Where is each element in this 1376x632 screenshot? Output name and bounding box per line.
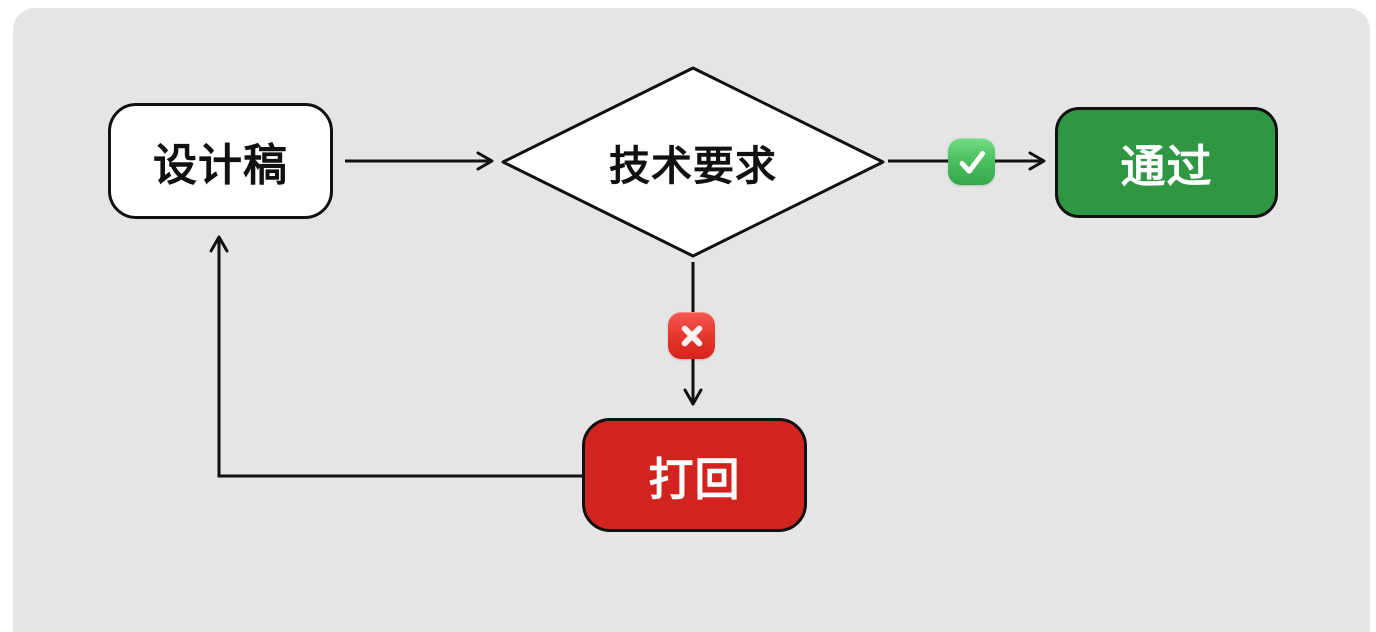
node-reject: 打回 <box>582 418 807 532</box>
edge-reject-to-design <box>209 235 582 478</box>
node-design-draft: 设计稿 <box>108 103 333 219</box>
node-design-draft-label: 设计稿 <box>153 141 288 190</box>
node-pass-label: 通过 <box>1120 141 1213 192</box>
node-pass: 通过 <box>1055 107 1278 218</box>
decision-diamond-shape <box>501 66 885 258</box>
cross-icon-glyph <box>681 325 702 346</box>
check-icon <box>948 138 995 185</box>
check-icon-glyph <box>959 150 985 174</box>
node-reject-label: 打回 <box>648 453 741 505</box>
cross-icon <box>668 312 715 359</box>
